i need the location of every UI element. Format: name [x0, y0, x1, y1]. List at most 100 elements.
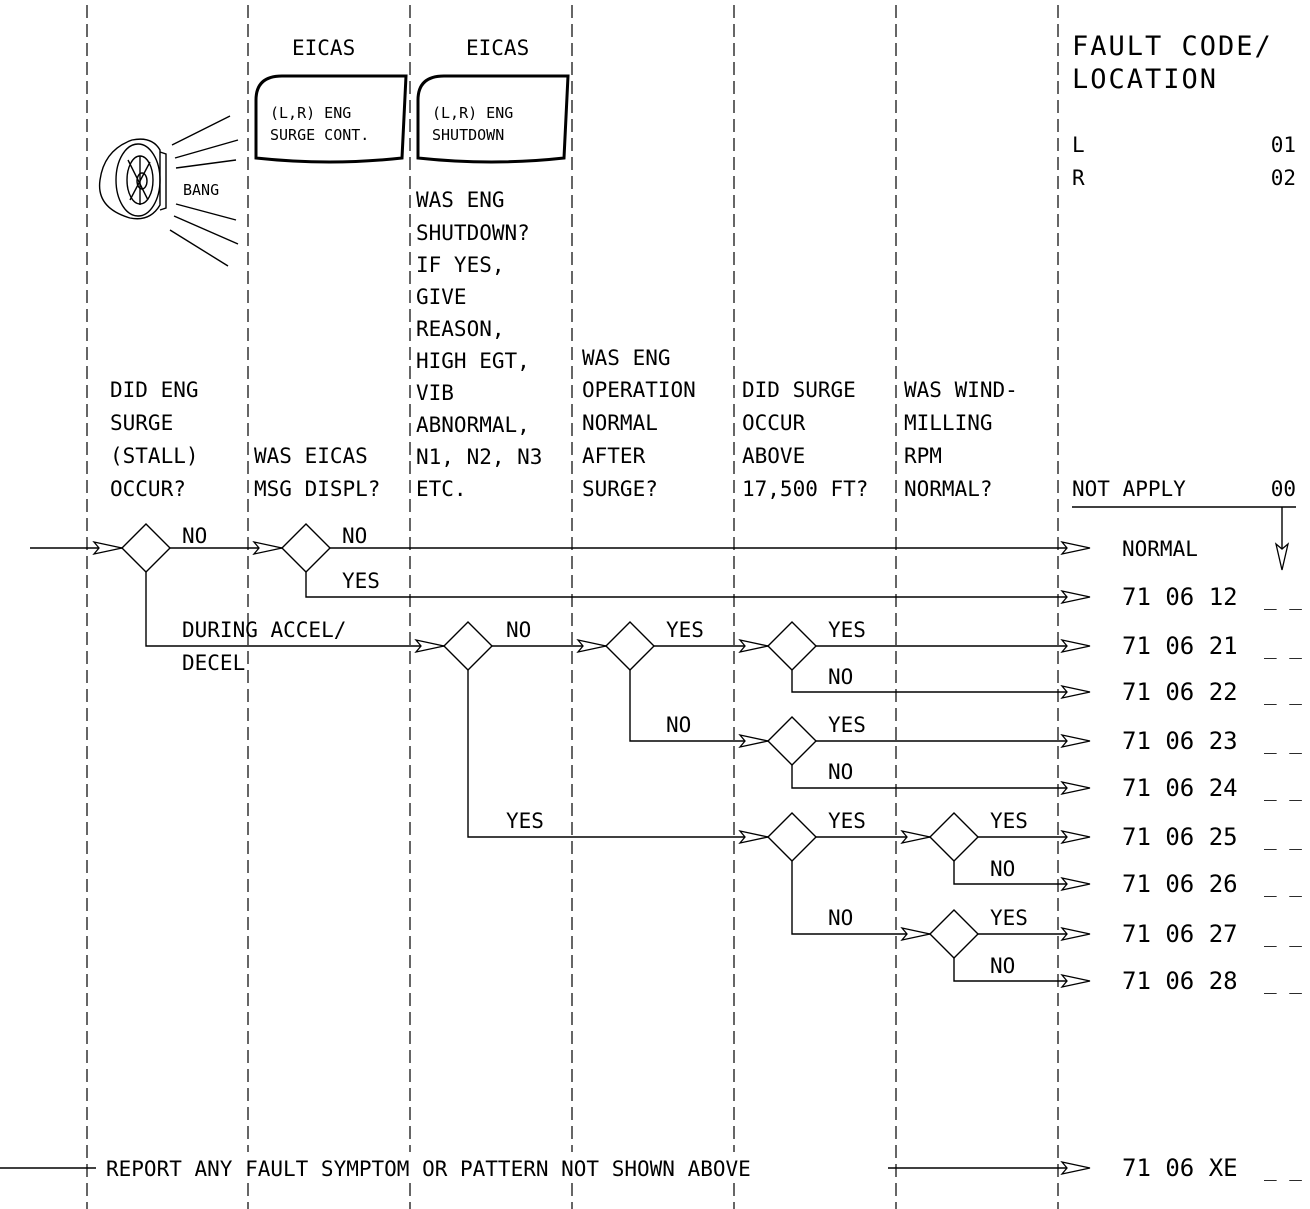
svg-text:NO: NO: [828, 665, 853, 689]
report-code: 71 06 XE: [1122, 1154, 1238, 1182]
engine-surge-icon: BANG: [100, 116, 238, 266]
svg-text:_ _: _ _: [1264, 1157, 1302, 1181]
svg-text:NO: NO: [828, 906, 853, 930]
result-normal: NORMAL: [1122, 537, 1198, 561]
svg-text:_ _: _ _: [1264, 681, 1302, 705]
question-engine-surge: DID ENG SURGE (STALL) OCCUR?: [110, 378, 199, 501]
not-apply-arrow: [1276, 507, 1288, 570]
result-code: 71 06 26: [1122, 870, 1238, 898]
svg-text:_ _: _ _: [1264, 635, 1302, 659]
location-l: L: [1072, 133, 1085, 157]
svg-text:YES: YES: [990, 809, 1028, 833]
fault-code-title: FAULT CODE/: [1072, 31, 1273, 62]
svg-text:NORMAL?: NORMAL?: [904, 477, 993, 501]
svg-text:GIVE: GIVE: [416, 285, 467, 309]
svg-text:_ _: _ _: [1264, 873, 1302, 897]
svg-text:WAS WIND-: WAS WIND-: [904, 378, 1018, 402]
svg-text:DECEL: DECEL: [182, 651, 245, 675]
svg-text:ABNORMAL,: ABNORMAL,: [416, 413, 530, 437]
svg-text:ABOVE: ABOVE: [742, 444, 805, 468]
svg-text:OPERATION: OPERATION: [582, 378, 696, 402]
svg-text:_ _: _ _: [1264, 826, 1302, 850]
svg-text:YES: YES: [828, 713, 866, 737]
svg-text:_ _: _ _: [1264, 777, 1302, 801]
svg-text:_ _: _ _: [1264, 730, 1302, 754]
location-r: R: [1072, 166, 1085, 190]
branch-labels: NO NO YES DURING ACCEL/ DECEL NO YES YES…: [182, 524, 1028, 978]
result-code: 71 06 24: [1122, 774, 1238, 802]
svg-text:IF YES,: IF YES,: [416, 253, 505, 277]
svg-text:RPM: RPM: [904, 444, 942, 468]
svg-text:REASON,: REASON,: [416, 317, 505, 341]
not-apply-code: 00: [1271, 477, 1296, 501]
report-text: REPORT ANY FAULT SYMPTOM OR PATTERN NOT …: [106, 1157, 751, 1181]
not-apply-label: NOT APPLY: [1072, 477, 1186, 501]
svg-text:_ _: _ _: [1264, 586, 1302, 610]
svg-text:_ _: _ _: [1264, 923, 1302, 947]
svg-text:AFTER: AFTER: [582, 444, 646, 468]
eicas-message-surge-cont: (L,R) ENG SURGE CONT.: [256, 76, 406, 162]
svg-text:OCCUR: OCCUR: [742, 411, 806, 435]
svg-text:YES: YES: [506, 809, 544, 833]
bang-label: BANG: [183, 181, 219, 199]
svg-text:_ _: _ _: [1264, 970, 1302, 994]
result-code: 71 06 25: [1122, 823, 1238, 851]
svg-text:NO: NO: [506, 618, 531, 642]
msg-surge-line2: SURGE CONT.: [270, 126, 369, 144]
svg-text:WAS EICAS: WAS EICAS: [254, 444, 368, 468]
svg-text:WAS ENG: WAS ENG: [416, 188, 505, 212]
svg-text:(STALL): (STALL): [110, 444, 199, 468]
result-codes: NORMAL 71 06 12 71 06 21 71 06 22 71 06 …: [1122, 537, 1238, 1182]
svg-text:OCCUR?: OCCUR?: [110, 477, 186, 501]
svg-text:NO: NO: [342, 524, 367, 548]
svg-text:YES: YES: [666, 618, 704, 642]
svg-text:NO: NO: [182, 524, 207, 548]
svg-text:N1, N2, N3: N1, N2, N3: [416, 445, 542, 469]
svg-text:HIGH EGT,: HIGH EGT,: [416, 349, 530, 373]
question-windmilling-rpm: WAS WIND- MILLING RPM NORMAL?: [904, 378, 1018, 501]
result-code: 71 06 22: [1122, 678, 1238, 706]
svg-text:VIB: VIB: [416, 381, 454, 405]
svg-text:17,500 FT?: 17,500 FT?: [742, 477, 868, 501]
question-surge-altitude: DID SURGE OCCUR ABOVE 17,500 FT?: [742, 378, 868, 501]
eicas-message-shutdown: (L,R) ENG SHUTDOWN: [418, 76, 568, 162]
svg-text:MSG DISPL?: MSG DISPL?: [254, 477, 380, 501]
blank-entries: _ _ _ _ _ _ _ _ _ _ _ _ _ _ _ _ _ _ _ _: [1264, 586, 1302, 1181]
svg-text:DID SURGE: DID SURGE: [742, 378, 856, 402]
location-r-code: 02: [1271, 166, 1296, 190]
question-operation-normal: WAS ENG OPERATION NORMAL AFTER SURGE?: [582, 346, 696, 501]
eicas-header-1: EICAS: [292, 36, 355, 60]
result-code: 71 06 28: [1122, 967, 1238, 995]
column-separators: [87, 5, 1058, 1209]
svg-text:ETC.: ETC.: [416, 477, 467, 501]
svg-text:YES: YES: [990, 906, 1028, 930]
flow-lines: [0, 548, 1088, 1168]
msg-surge-line1: (L,R) ENG: [270, 104, 351, 122]
msg-shutdown-line1: (L,R) ENG: [432, 104, 513, 122]
result-code: 71 06 23: [1122, 727, 1238, 755]
svg-text:MILLING: MILLING: [904, 411, 993, 435]
svg-text:NO: NO: [666, 713, 691, 737]
svg-text:YES: YES: [828, 618, 866, 642]
svg-text:NO: NO: [990, 857, 1015, 881]
svg-text:YES: YES: [828, 809, 866, 833]
svg-text:YES: YES: [342, 569, 380, 593]
location-title: LOCATION: [1072, 64, 1218, 95]
msg-shutdown-line2: SHUTDOWN: [432, 126, 504, 144]
svg-text:DURING ACCEL/: DURING ACCEL/: [182, 618, 346, 642]
question-engine-shutdown: WAS ENG SHUTDOWN? IF YES, GIVE REASON, H…: [416, 188, 542, 501]
svg-text:SURGE: SURGE: [110, 411, 173, 435]
eicas-header-2: EICAS: [466, 36, 529, 60]
result-code: 71 06 12: [1122, 583, 1238, 611]
svg-text:NO: NO: [828, 760, 853, 784]
result-code: 71 06 21: [1122, 632, 1238, 660]
result-code: 71 06 27: [1122, 920, 1238, 948]
svg-text:SURGE?: SURGE?: [582, 477, 658, 501]
svg-text:NO: NO: [990, 954, 1015, 978]
svg-text:SHUTDOWN?: SHUTDOWN?: [416, 221, 530, 245]
svg-text:NORMAL: NORMAL: [582, 411, 658, 435]
svg-text:DID ENG: DID ENG: [110, 378, 199, 402]
question-eicas-displayed: WAS EICAS MSG DISPL?: [254, 444, 380, 501]
location-l-code: 01: [1271, 133, 1296, 157]
